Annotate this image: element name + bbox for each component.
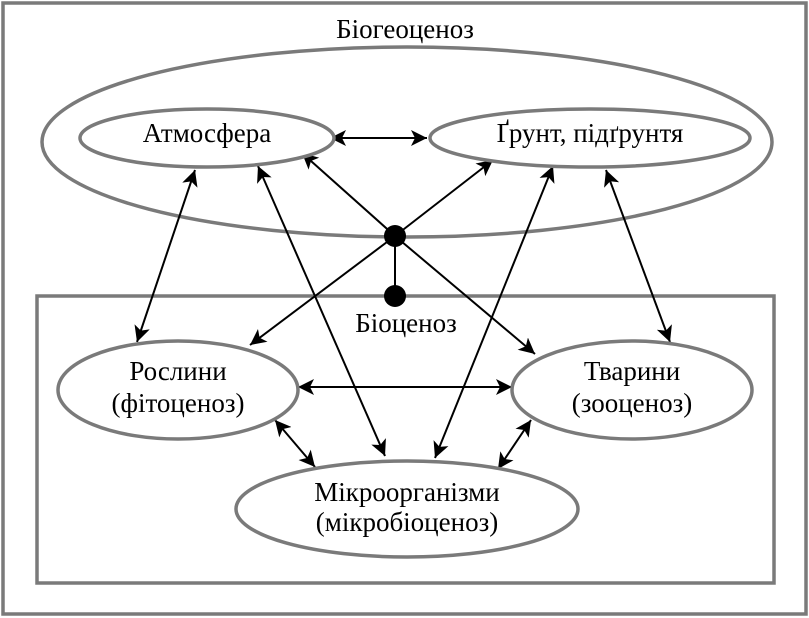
arrow-soil-animals	[604, 169, 672, 343]
arrow-hub-soil	[394, 159, 494, 237]
animals-label-line2: (зооценоз)	[572, 388, 693, 418]
biogeocenosis-title: Біогеоценоз	[336, 14, 474, 44]
microorganisms-node	[234, 459, 580, 559]
atmosphere-label: Атмосфера	[143, 118, 272, 148]
arrow-atmosphere-microorganisms	[257, 165, 386, 457]
links	[134, 130, 672, 470]
arrow-hub-animals	[394, 235, 536, 355]
arrow-plants-microorganisms	[274, 419, 316, 468]
animals-label-line1: Тварини	[584, 356, 680, 386]
biocenosis-connector-dot	[384, 285, 406, 307]
abiotic-environment-ellipse	[40, 45, 774, 239]
hub-dot	[384, 225, 406, 247]
soil-label: Ґрунт, підґрунтя	[497, 118, 684, 148]
soil-node	[428, 107, 752, 169]
animals-node	[510, 339, 754, 441]
plants-node	[56, 339, 300, 441]
arrow-hub-plants	[249, 235, 396, 346]
plants-label-line1: Рослини	[129, 356, 226, 386]
microorganisms-label-line2: (мікробіоценоз)	[316, 507, 498, 537]
biocenosis-title: Біоценоз	[355, 308, 457, 338]
atmosphere-node	[78, 107, 336, 169]
arrow-hub-atmosphere	[301, 152, 396, 237]
arrow-animals-microorganisms	[497, 419, 532, 470]
microorganisms-label-line1: Мікроорганізми	[314, 477, 499, 507]
plants-label-line2: (фітоценоз)	[112, 388, 245, 418]
arrow-atmosphere-plants	[134, 169, 198, 343]
arrow-soil-microorganisms	[433, 165, 555, 459]
